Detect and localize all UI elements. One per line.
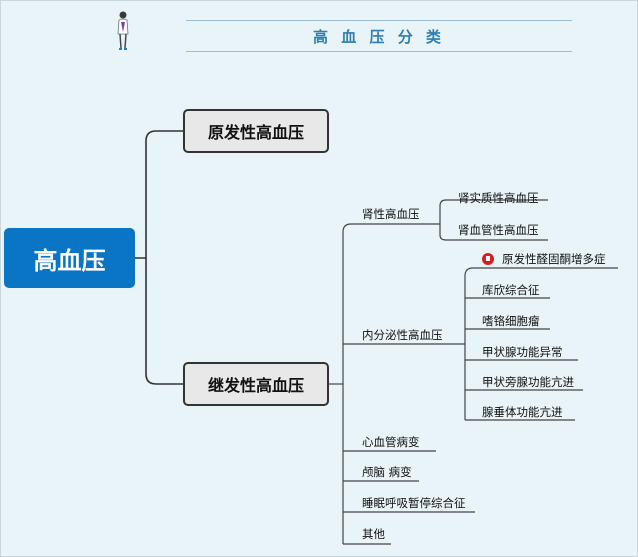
node-cardiovascular[interactable]: 心血管病变: [362, 435, 420, 449]
node-renal[interactable]: 肾性高血压: [362, 207, 420, 221]
node-other[interactable]: 其他: [362, 527, 385, 541]
node-renal-vascular[interactable]: 肾血管性高血压: [458, 223, 539, 237]
page-title: 高 血 压 分 类: [313, 28, 445, 46]
node-pheochromocytoma[interactable]: 嗜铬细胞瘤: [482, 314, 540, 328]
node-sleep-apnea[interactable]: 睡眠呼吸暂停综合征: [362, 496, 466, 510]
node-endocrine[interactable]: 内分泌性高血压: [362, 328, 443, 342]
node-secondary-hypertension[interactable]: 继发性高血压: [183, 362, 329, 406]
title-rule-bottom: [186, 51, 572, 52]
flag-icon: [482, 253, 494, 265]
node-aldosteronism-label: 原发性醛固酮增多症: [502, 252, 606, 266]
title-rule-top: [186, 20, 572, 21]
node-thyroid[interactable]: 甲状腺功能异常: [482, 345, 563, 359]
node-parathyroid[interactable]: 甲状旁腺功能亢进: [482, 375, 574, 389]
node-primary-hypertension[interactable]: 原发性高血压: [183, 109, 329, 153]
person-icon: [117, 11, 129, 50]
node-cushing[interactable]: 库欣综合征: [482, 283, 540, 297]
node-renal-parenchymal[interactable]: 肾实质性高血压: [458, 191, 539, 205]
root-node[interactable]: 高血压: [4, 228, 135, 288]
connector-renal: [342, 223, 438, 544]
node-intracranial[interactable]: 颅脑 病变: [362, 465, 412, 479]
node-aldosteronism[interactable]: 原发性醛固酮增多症: [482, 251, 606, 267]
connector-root-primary: [135, 130, 183, 259]
connector-root-secondary: [145, 258, 183, 385]
node-pituitary[interactable]: 腺垂体功能亢进: [482, 405, 563, 419]
